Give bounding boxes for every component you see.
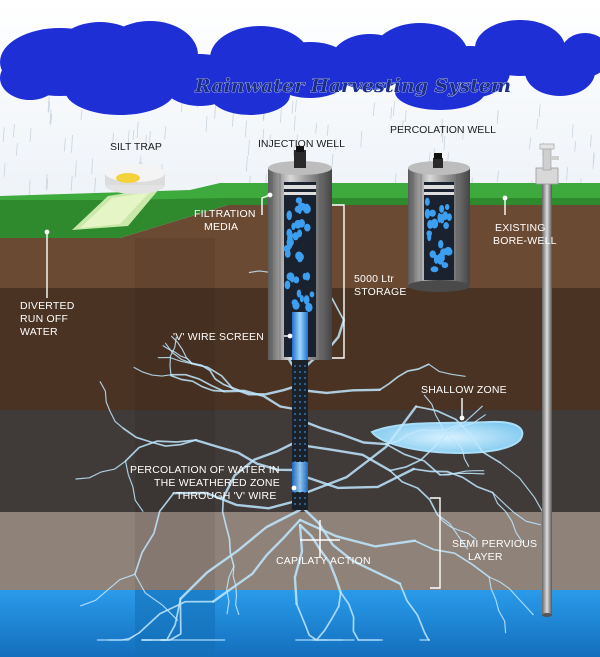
percolation-well	[408, 153, 470, 292]
label-percolation-well: PERCOLATION WELL	[390, 124, 496, 136]
label-percolation-line1: PERCOLATION OF WATER IN	[130, 464, 280, 476]
label-diverted-line1: DIVERTED	[20, 300, 75, 312]
water-cracks	[75, 247, 547, 641]
groundwater-layer	[0, 590, 600, 657]
label-semi-pervious-line2: LAYER	[468, 551, 503, 563]
clouds	[0, 20, 600, 115]
label-diverted-line2: RUN OFF	[20, 313, 68, 325]
label-percolation-line2: THE WEATHERED ZONE	[154, 477, 280, 489]
silt-trap	[105, 164, 165, 194]
label-filtration-media-line2: MEDIA	[204, 221, 238, 233]
label-silt-trap: SILT TRAP	[110, 141, 162, 153]
leader-lines	[46, 194, 506, 589]
label-storage-line2: STORAGE	[354, 286, 407, 298]
label-storage-line1: 5000 Ltr	[354, 273, 394, 285]
label-shallow-zone: SHALLOW ZONE	[421, 384, 507, 396]
diagram-title: Rainwater Harvesting System	[194, 75, 511, 97]
label-existing-borewell-line2: BORE-WELL	[493, 235, 557, 247]
injection-well	[268, 146, 332, 510]
existing-bore-well	[535, 143, 559, 617]
label-diverted-line3: WATER	[20, 326, 58, 338]
label-filtration-media-line1: FILTRATION	[194, 208, 256, 220]
label-injection-well: INJECTION WELL	[258, 138, 345, 150]
label-percolation-line3: THROUGH 'V' WIRE	[176, 490, 277, 502]
label-existing-borewell-line1: EXISTING	[495, 222, 546, 234]
leader-dots	[44, 192, 508, 491]
label-v-wire-screen: 'V' WIRE SCREEN	[173, 331, 264, 343]
weathered-zone	[0, 512, 600, 590]
silt-trap-channel	[72, 188, 160, 230]
label-semi-pervious-line1: SEMI PERVIOUS	[452, 538, 537, 550]
label-capillary-action: CAPILATY ACTION	[276, 555, 371, 567]
